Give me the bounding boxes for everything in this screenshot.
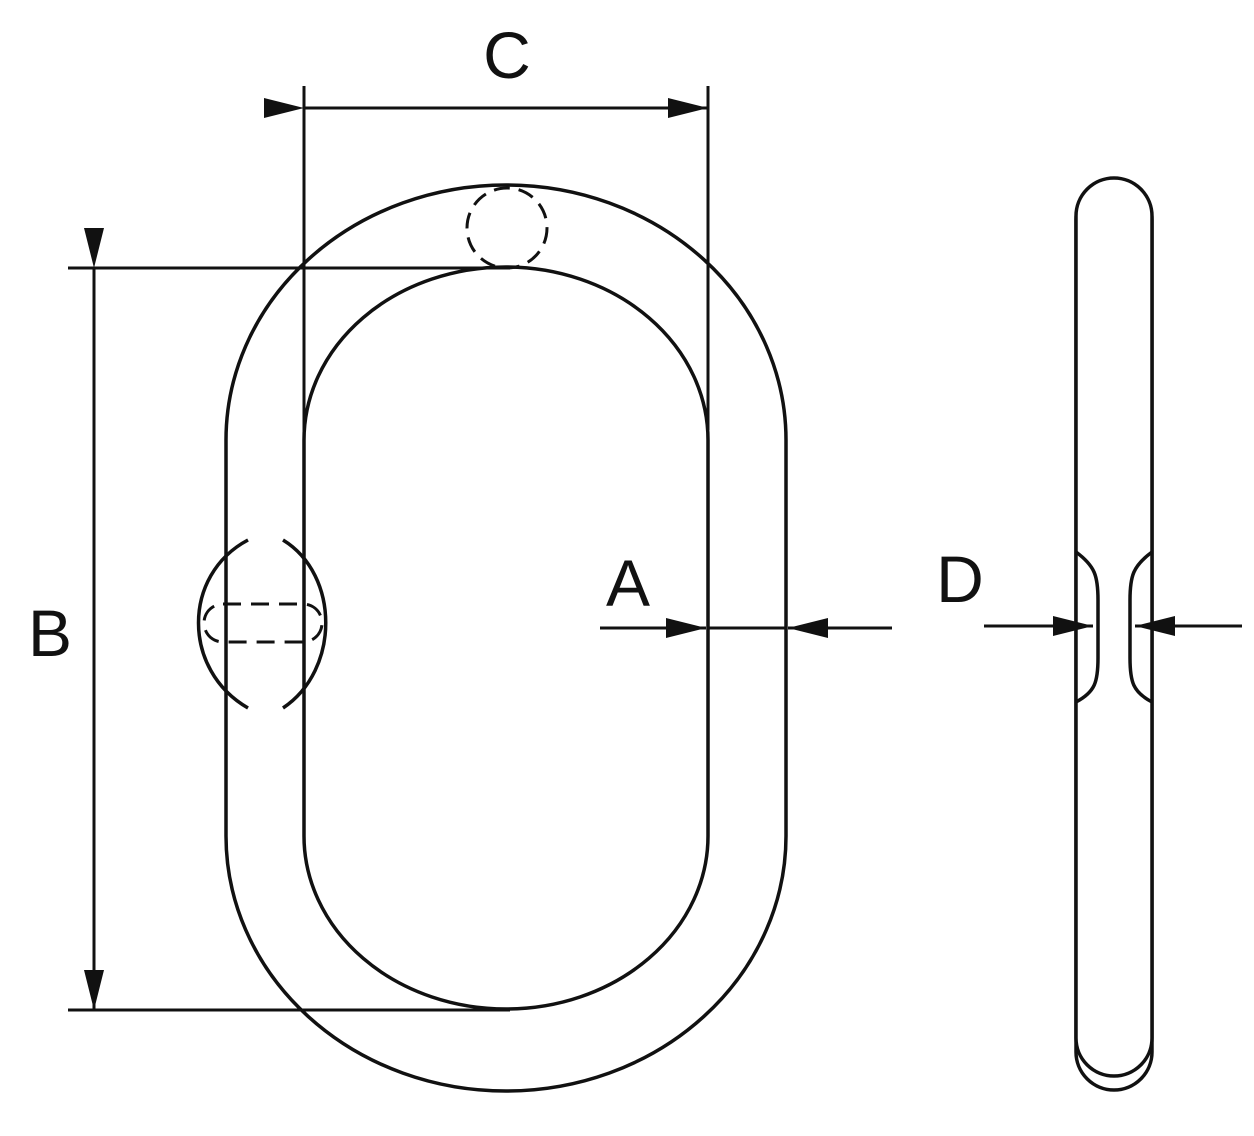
dimension-c-label: C [483,18,531,92]
dimension-b [68,228,510,1012]
top-forging-mark [465,186,549,270]
side-view-outline [1074,176,1154,1078]
master-link-front-view [196,183,788,1093]
dimension-d-label: D [936,542,984,616]
dimension-c [264,86,710,520]
side-view-left-groove [1074,550,1100,704]
dimension-b-label: B [28,596,72,670]
dimension-a-label: A [606,546,650,620]
link-outer-outline [224,183,788,1093]
left-forging-mark [196,538,328,710]
link-inner-outline [302,265,710,1011]
master-link-side-view [1074,176,1154,1092]
side-view-right-groove [1128,550,1154,704]
